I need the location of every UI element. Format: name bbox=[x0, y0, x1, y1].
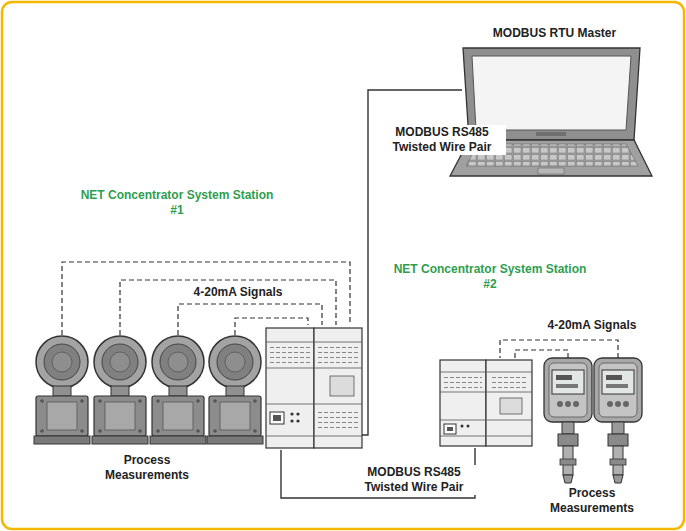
process-measurements: Process Measurements bbox=[535, 358, 650, 518]
concentrator-station: NET Concentrator System Station #2 bbox=[440, 358, 532, 448]
concentrator-station: NET Concentrator System Station #1 bbox=[266, 325, 362, 450]
wire-label: MODBUS RS485 Twisted Wire Pair bbox=[344, 465, 484, 495]
process-measurements: Process Measurements bbox=[30, 335, 265, 485]
master-computer: MODBUS RTU Master bbox=[462, 22, 647, 182]
node-label: MODBUS RTU Master bbox=[462, 26, 647, 41]
station-heading: NET Concentrator System Station #1 bbox=[77, 188, 277, 218]
analog-signal-wire bbox=[500, 340, 618, 358]
station-heading: NET Concentrator System Station #2 bbox=[390, 262, 590, 292]
wire-label: 4-20mA Signals bbox=[186, 285, 290, 300]
wire-label: 4-20mA Signals bbox=[540, 318, 644, 333]
wire-label: MODBUS RS485 Twisted Wire Pair bbox=[378, 125, 506, 155]
analog-signal-wire bbox=[62, 262, 350, 335]
node-label: Process Measurements bbox=[97, 453, 197, 483]
node-label: Process Measurements bbox=[542, 486, 642, 516]
